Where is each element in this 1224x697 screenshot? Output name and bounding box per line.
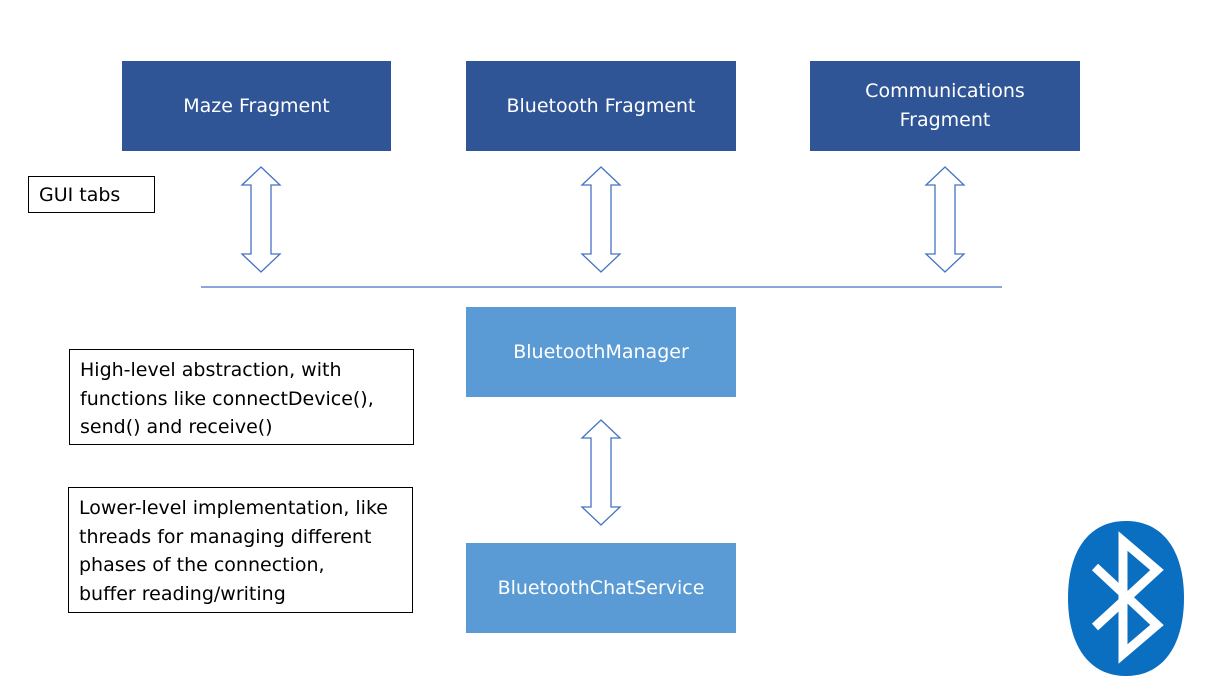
maze-fragment-label: Maze Fragment xyxy=(183,94,330,117)
high-level-note-line: functions like connectDevice(), xyxy=(80,387,374,410)
high-level-note: High-level abstraction, with functions l… xyxy=(69,349,414,445)
bluetooth-chat-service-box: BluetoothChatService xyxy=(466,543,736,633)
bluetooth-logo-icon xyxy=(1068,521,1184,676)
maze-fragment-box: Maze Fragment xyxy=(122,61,391,151)
double-arrow-icon xyxy=(241,166,281,273)
high-level-note-line: High-level abstraction, with xyxy=(80,359,342,381)
communications-fragment-box: Communications Fragment xyxy=(810,61,1080,151)
bluetooth-manager-box: BluetoothManager xyxy=(466,307,736,397)
low-level-note-line: Lower-level implementation, like xyxy=(79,497,388,519)
double-arrow-icon xyxy=(581,166,621,273)
low-level-note-line: phases of the connection, xyxy=(79,554,325,576)
communications-fragment-label-line2: Fragment xyxy=(899,109,991,131)
high-level-note-line: send() and receive() xyxy=(80,416,273,438)
low-level-note-line: buffer reading/writing xyxy=(79,582,286,605)
double-arrow-icon xyxy=(581,419,621,526)
bluetooth-manager-label: BluetoothManager xyxy=(513,340,689,363)
gui-tabs-note: GUI tabs xyxy=(28,176,155,213)
bluetooth-fragment-label: Bluetooth Fragment xyxy=(506,94,696,117)
gui-tabs-label: GUI tabs xyxy=(39,184,121,206)
low-level-note-line: threads for managing different xyxy=(79,525,372,548)
bluetooth-chat-service-label: BluetoothChatService xyxy=(497,576,705,599)
communications-fragment-label-line1: Communications xyxy=(865,80,1025,102)
double-arrow-icon xyxy=(925,166,965,273)
bluetooth-fragment-box: Bluetooth Fragment xyxy=(466,61,736,151)
low-level-note: Lower-level implementation, like threads… xyxy=(68,487,413,613)
